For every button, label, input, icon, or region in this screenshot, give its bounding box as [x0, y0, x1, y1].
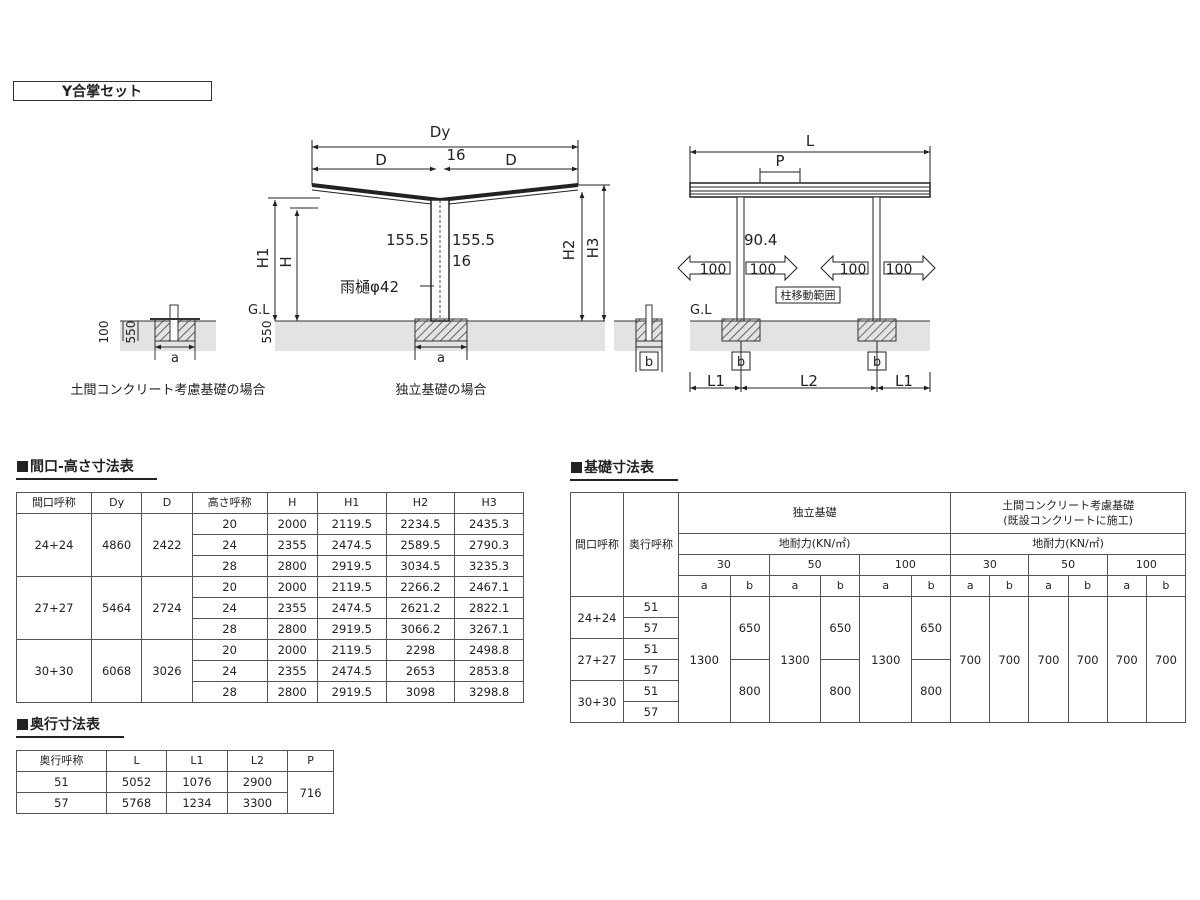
dim-155-right: 155.5: [452, 231, 495, 249]
depth-table-title: 奥行寸法表: [17, 714, 100, 734]
frontage-table-title: 間口-高さ寸法表: [17, 456, 134, 476]
dim-16-post: 16: [452, 252, 471, 270]
arrow-100-1: 100: [700, 262, 727, 278]
dim-100: 100: [97, 321, 111, 344]
caption-independent: 独立基礎の場合: [395, 383, 486, 398]
caption-concrete: 土間コンクリート考慮基礎の場合: [70, 383, 265, 398]
table-row: 57: [571, 701, 1186, 723]
dim-a-front: a: [437, 351, 445, 366]
dim-b-small: b: [645, 355, 653, 370]
gl-front: G.L: [248, 303, 270, 318]
front-view: Dy D D 16 H1 H H2 H3 155.5 155.5 16 雨樋φ4…: [248, 123, 610, 366]
side-view: L P 90.4 100 100 100 100 柱移動範囲 G.L b b L…: [677, 132, 936, 392]
small-b-detail: b: [635, 304, 663, 372]
dim-16-top: 16: [446, 146, 465, 164]
dim-l: L: [806, 132, 815, 150]
dim-p: P: [775, 152, 784, 170]
arrow-100-4: 100: [886, 262, 913, 278]
dim-a-left: a: [171, 351, 179, 366]
dim-d-right: D: [505, 151, 517, 169]
table-row: 57: [571, 617, 1186, 639]
dim-dy: Dy: [430, 123, 451, 141]
concrete-foundation-detail: 100 550 a: [97, 304, 200, 366]
move-range-label: 柱移動範囲: [781, 288, 836, 302]
dim-l2: L2: [800, 372, 818, 390]
dim-d-left: D: [375, 151, 387, 169]
foundation-table: 間口呼称 奥行呼称 独立基礎 土間コンクリート考慮基礎 (既設コンクリートに施工…: [570, 492, 1187, 723]
foundation-table-title: 基礎寸法表: [571, 457, 654, 477]
dim-l1-right: L1: [895, 372, 913, 390]
dim-h3: H3: [584, 238, 602, 259]
dim-550-front: 550: [260, 321, 274, 344]
arrow-100-3: 100: [840, 262, 867, 278]
carport-diagram: 100 550 a Dy D D 16 H1 H: [70, 123, 936, 398]
arrow-100-2: 100: [750, 262, 777, 278]
dim-155-left: 155.5: [386, 231, 429, 249]
dim-90-4: 90.4: [744, 231, 777, 249]
dim-550-left: 550: [124, 321, 138, 344]
dim-l1-left: L1: [707, 372, 725, 390]
dim-h: H: [277, 256, 295, 267]
set-title: Y合掌セット: [13, 81, 212, 101]
dim-h2: H2: [560, 240, 578, 261]
gl-side: G.L: [690, 303, 712, 318]
gutter-label: 雨樋φ42: [340, 278, 399, 296]
dim-h1: H1: [254, 248, 272, 269]
